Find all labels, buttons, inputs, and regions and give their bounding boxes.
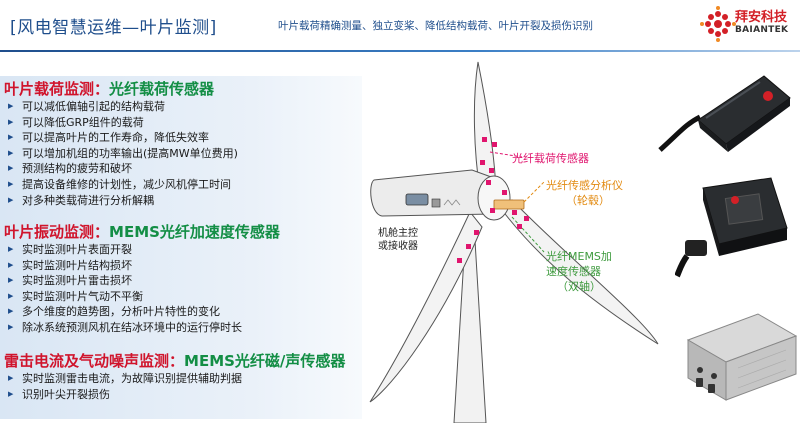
logo-text-cn: 拜安科技 xyxy=(735,10,788,25)
logo-text-en: BAIANTEK xyxy=(735,25,789,35)
callout-nacelle: 机舱主控 xyxy=(378,228,418,239)
company-logo-icon xyxy=(700,6,736,42)
page-title: [风电智慧运维—叶片监测] xyxy=(10,18,217,38)
blade-up xyxy=(473,61,497,193)
list-item: 实时监测叶片结构损坏 xyxy=(8,258,242,274)
list-item: 可以减低偏轴引起的结构载荷 xyxy=(8,99,238,115)
list-item: 实时监测叶片气动不平衡 xyxy=(8,289,242,305)
analyzer-box xyxy=(493,199,525,210)
callout-load-sensor: 光纤载荷传感器 xyxy=(512,152,589,165)
section-title-vibration: 叶片振动监测：MEMS光纤加速度传感器 xyxy=(4,223,280,241)
list-item: 实时监测雷击电流，为故障识别提供辅助判据 xyxy=(8,371,242,387)
blade-right xyxy=(501,199,659,345)
list-item: 除冰系统预测风机在结冰环境中的运行停时长 xyxy=(8,320,242,336)
list-item: 可以降低GRP组件的载荷 xyxy=(8,115,238,131)
callout-receiver: 或接收器 xyxy=(378,241,418,252)
callout-analyzer-hub: （轮毂） xyxy=(566,194,610,207)
analyzer-photo xyxy=(686,313,798,401)
list-item: 可以增加机组的功率输出(提高MW单位费用) xyxy=(8,146,238,162)
callout-mems-1: 光纤MEMS加 xyxy=(546,250,612,263)
callout-mems-3: （双轴） xyxy=(557,280,601,293)
header-divider xyxy=(0,50,800,52)
list-item: 实时监测叶片表面开裂 xyxy=(8,242,242,258)
callout-mems-2: 速度传感器 xyxy=(546,265,601,278)
section-title-load: 叶片载荷监测：光纤载荷传感器 xyxy=(4,80,215,98)
list-item: 多个维度的趋势图，分析叶片特性的变化 xyxy=(8,304,242,320)
list-item: 识别叶尖开裂损伤 xyxy=(8,387,242,403)
list-item: 对多种类载荷进行分析解耦 xyxy=(8,193,238,209)
turbine-diagram xyxy=(369,61,659,423)
page-subtitle: 叶片载荷精确测量、独立变桨、降低结构载荷、叶片开裂及损伤识别 xyxy=(278,20,593,32)
hub xyxy=(477,175,511,221)
list-load: 可以减低偏轴引起的结构载荷 可以降低GRP组件的载荷 可以提高叶片的工作寿命，降… xyxy=(8,99,238,208)
mems-accelerometer-photo xyxy=(675,177,788,278)
list-item: 预测结构的疲劳和破坏 xyxy=(8,161,238,177)
nacelle-controller xyxy=(405,193,429,206)
nacelle xyxy=(370,169,495,217)
callout-analyzer: 光纤传感分析仪 xyxy=(546,179,623,192)
section-title-lightning: 雷击电流及气动噪声监测：MEMS光纤磁/声传感器 xyxy=(4,352,346,370)
list-item: 可以提高叶片的工作寿命，降低失效率 xyxy=(8,130,238,146)
list-item: 提高设备维修的计划性，减少风机停工时间 xyxy=(8,177,238,193)
list-lightning: 实时监测雷击电流，为故障识别提供辅助判据 识别叶尖开裂损伤 xyxy=(8,371,242,402)
features-panel: 叶片载荷监测：光纤载荷传感器 可以减低偏轴引起的结构载荷 可以降低GRP组件的载… xyxy=(0,76,362,419)
list-vibration: 实时监测叶片表面开裂 实时监测叶片结构损坏 实时监测叶片雷击损坏 实时监测叶片气… xyxy=(8,242,242,336)
load-sensor-photo xyxy=(658,75,791,152)
list-item: 实时监测叶片雷击损坏 xyxy=(8,273,242,289)
blade-left xyxy=(369,211,483,403)
